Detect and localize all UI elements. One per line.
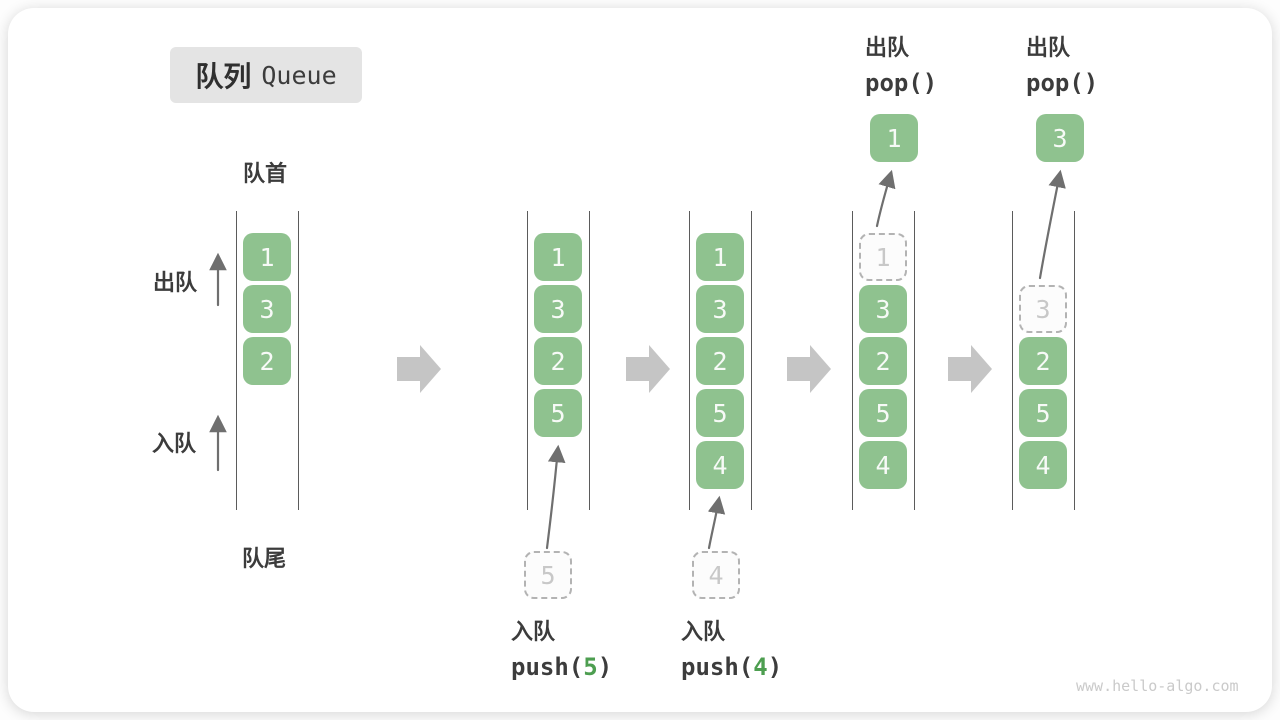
- enqueue-side-label: 入队: [152, 431, 197, 456]
- queue-cell-3: 3: [534, 285, 582, 333]
- queue-cell-2: 2: [696, 337, 744, 385]
- push-5-zh: 入队: [511, 619, 556, 644]
- flow-arrow-2: [626, 345, 670, 393]
- pop-1-label: 出队 pop(): [865, 30, 937, 97]
- queue-cell-1: 1: [696, 233, 744, 281]
- push-4-zh: 入队: [681, 619, 726, 644]
- queue-cell-3: 3: [243, 285, 291, 333]
- dequeue-side-label: 出队: [153, 270, 198, 295]
- title-zh: 队列: [195, 61, 252, 92]
- queue-cell-5: 5: [1019, 389, 1067, 437]
- title-en: Queue: [261, 60, 337, 90]
- pop-1-zh: 出队: [865, 35, 910, 60]
- queue-cell-2: 2: [1019, 337, 1067, 385]
- queue-cell-2: 2: [859, 337, 907, 385]
- push-5-code: push(5): [511, 653, 613, 681]
- queue-cell-5: 5: [696, 389, 744, 437]
- front-label: 队首: [243, 161, 288, 186]
- incoming-element-4: 4: [692, 551, 740, 599]
- rear-label: 队尾: [242, 546, 287, 571]
- queue-cell-1-removed: 1: [859, 233, 907, 281]
- queue-cell-4: 4: [1019, 441, 1067, 489]
- popped-element-1: 1: [870, 114, 918, 162]
- push-4-label: 入队 push(4): [681, 614, 782, 681]
- queue-cell-2: 2: [243, 337, 291, 385]
- flow-arrow-3: [787, 345, 831, 393]
- incoming-element-5: 5: [524, 551, 572, 599]
- queue-cell-1: 1: [243, 233, 291, 281]
- queue-cell-3: 3: [859, 285, 907, 333]
- pop-1-code: pop(): [865, 69, 938, 97]
- queue-cell-5: 5: [534, 389, 582, 437]
- queue-cell-3-removed: 3: [1019, 285, 1067, 333]
- popped-element-3: 3: [1036, 114, 1084, 162]
- queue-cell-3: 3: [696, 285, 744, 333]
- watermark: www.hello-algo.com: [1076, 677, 1239, 695]
- queue-cell-4: 4: [859, 441, 907, 489]
- pop-3-label: 出队 pop(): [1026, 30, 1098, 97]
- queue-cell-1: 1: [534, 233, 582, 281]
- pop-3-code: pop(): [1026, 69, 1099, 97]
- push-4-code: push(4): [681, 653, 783, 681]
- flow-arrow-4: [948, 345, 992, 393]
- queue-cell-4: 4: [696, 441, 744, 489]
- push-5-label: 入队 push(5): [511, 614, 612, 681]
- flow-arrow-1: [397, 345, 441, 393]
- queue-cell-2: 2: [534, 337, 582, 385]
- title-box: 队列 Queue: [170, 47, 362, 103]
- pop-3-zh: 出队: [1026, 35, 1071, 60]
- queue-cell-5: 5: [859, 389, 907, 437]
